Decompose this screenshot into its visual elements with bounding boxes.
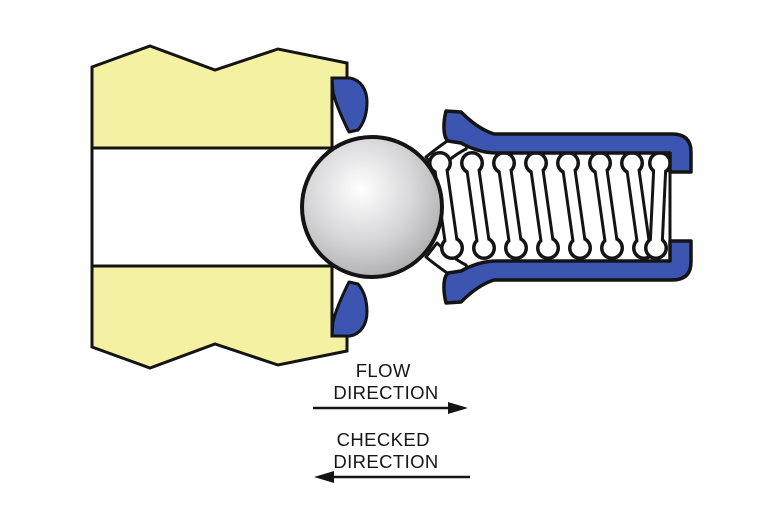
spring-coil — [460, 151, 496, 260]
seat-seal-lower — [330, 280, 369, 338]
checked-label-line1: CHECKED — [337, 429, 430, 450]
valve-body-lower — [90, 264, 349, 370]
flow-label-line1: FLOW — [356, 360, 411, 381]
checked-direction-label: CHECKED DIRECTION — [333, 429, 438, 472]
spring-coil — [428, 151, 464, 260]
spring-coil — [492, 151, 528, 260]
arrowhead-right-icon — [448, 402, 468, 414]
flow-label-line2: DIRECTION — [333, 382, 438, 403]
spring — [428, 151, 672, 260]
diagram-root: FLOW DIRECTION CHECKED DIRECTION — [90, 44, 693, 483]
spring-housing-upper — [442, 109, 693, 174]
spring-coil — [524, 151, 560, 260]
arrowhead-left-icon — [314, 471, 334, 483]
check-ball — [300, 135, 444, 279]
checked-label-line2: DIRECTION — [333, 451, 438, 472]
checked-left-arrow — [314, 471, 470, 483]
spring-coil — [644, 151, 672, 260]
spring-housing-lower — [442, 239, 693, 305]
spring-coil — [588, 151, 624, 260]
spring-coil — [556, 151, 592, 260]
flow-direction-label: FLOW DIRECTION — [333, 360, 438, 403]
flow-right-arrow — [313, 402, 468, 414]
seat-seal-upper — [330, 76, 369, 134]
valve-body-upper — [90, 44, 349, 150]
